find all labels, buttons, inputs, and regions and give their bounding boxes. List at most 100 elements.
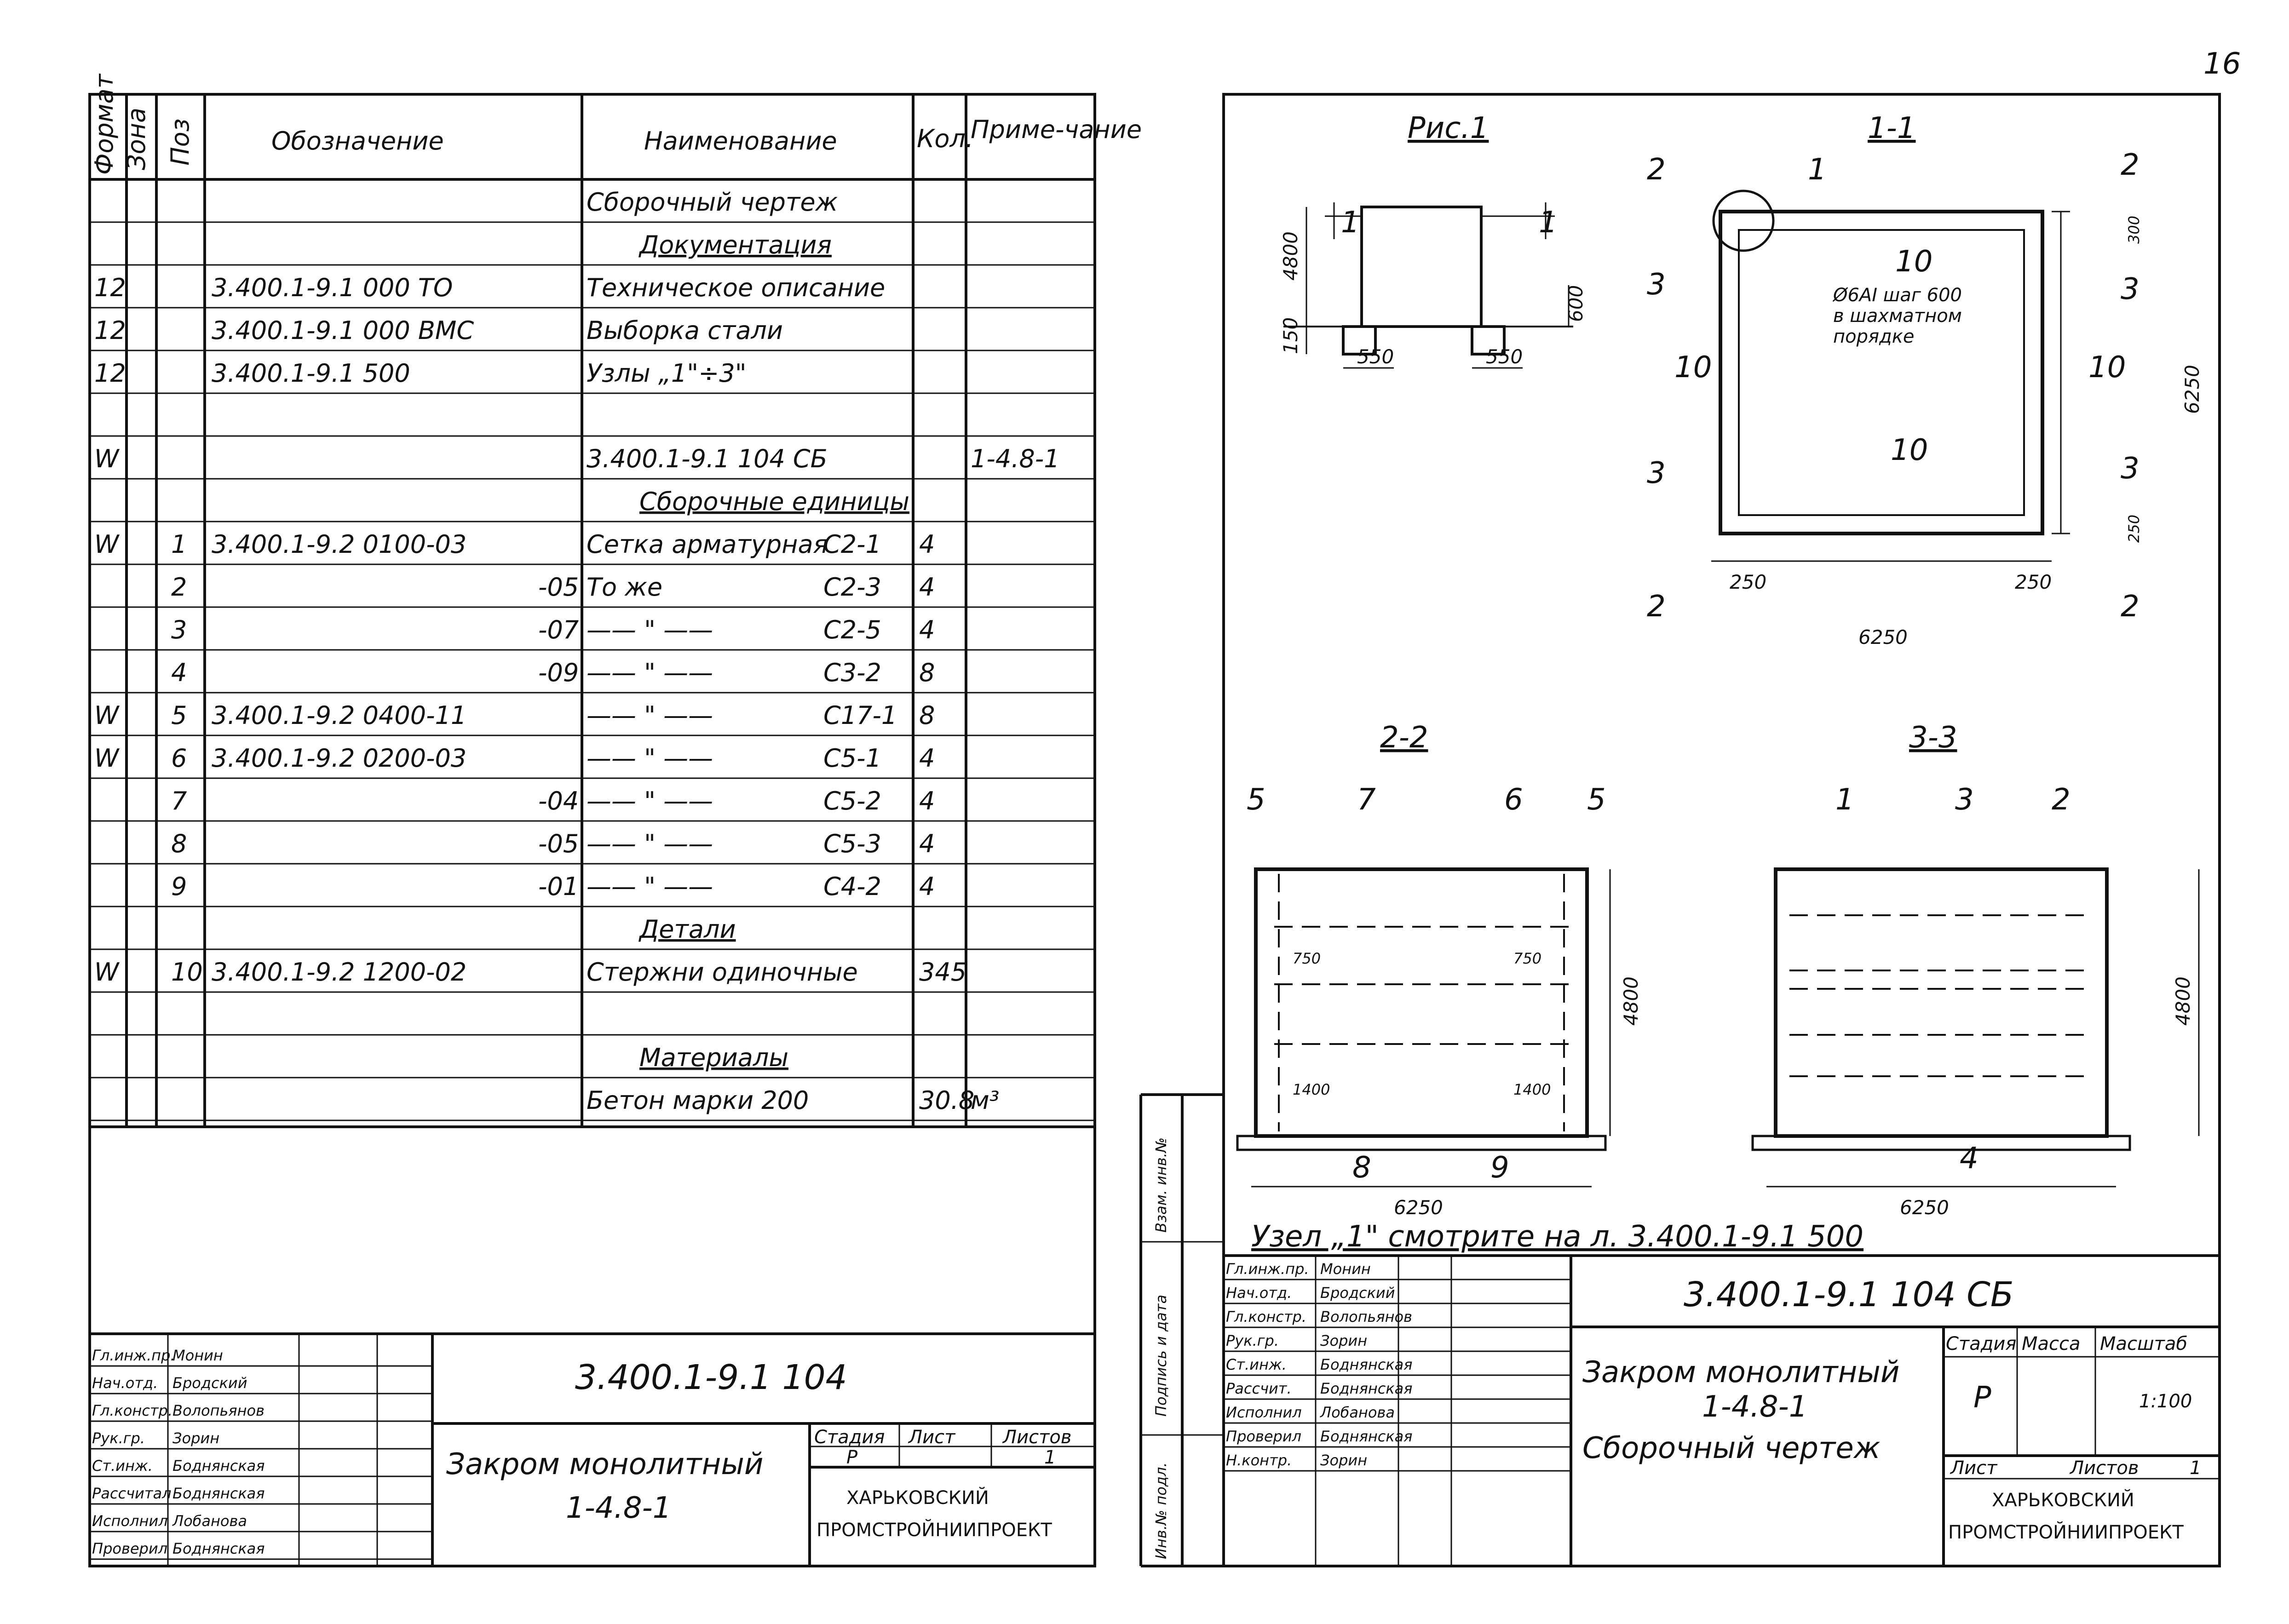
stamp-name: Зорин	[1320, 1452, 1367, 1469]
section-1-1: 1-1 Ø6AI шаг 600 в шахматном порядке 625…	[1647, 111, 2203, 648]
sec11-pos-10a: 10	[1895, 245, 1932, 279]
spec-cell-qty: 345	[919, 958, 966, 987]
stamp-role: Гл.инж.пр.	[92, 1347, 175, 1364]
stamp-name: Лобанова	[172, 1512, 247, 1530]
spec-cell-name: Сетка арматурная	[587, 530, 828, 559]
spec-cell-format: W	[94, 958, 120, 987]
spec-cell-qty: 4	[919, 530, 935, 559]
left-stamp-stage-label: Стадия	[814, 1427, 885, 1448]
stamp-role: Исполнил	[1226, 1404, 1302, 1421]
sec11-cut-3d: 3	[2121, 452, 2139, 486]
side-strip-replace-inv: Взам. инв.№	[1152, 1137, 1170, 1233]
left-stamp-sheets: 1	[1044, 1447, 1056, 1468]
page-number: 16	[2203, 47, 2241, 81]
spec-cell-designation: -04	[538, 786, 579, 815]
sec11-cut-3a: 3	[1647, 268, 1666, 302]
spec-cell-designation: 3.400.1-9.2 0400-11	[212, 701, 466, 730]
sec22-pos-5a: 5	[1247, 783, 1265, 817]
sec11-rebar-note-1: Ø6AI шаг 600	[1832, 285, 1962, 306]
spec-cell-format: W	[94, 701, 120, 730]
right-stamp-scale-label: Масштаб	[2100, 1333, 2187, 1354]
spec-cell-name: 3.400.1-9.1 104 СБ	[587, 444, 828, 473]
spec-cell-pos: 7	[171, 786, 187, 815]
spec-cell-qty: 30.8	[919, 1086, 974, 1115]
sec11-pos-10d: 10	[1891, 433, 1928, 467]
figure-1: Рис.1 4800 150 550 550 600 1 1	[1279, 111, 1587, 369]
stamp-name: Волопьянов	[173, 1402, 265, 1419]
spec-cell-mark: С2-1	[823, 530, 881, 559]
spec-cell-designation: -01	[538, 872, 579, 901]
right-stamp-stage-label: Стадия	[1946, 1333, 2016, 1354]
spec-cell-name: —— " ——	[587, 829, 713, 858]
right-stamp-sheet-label: Лист	[1950, 1458, 1998, 1479]
section-3-3: 3-3 6250 4800 1 3 2 4	[1751, 721, 2200, 1219]
left-stamp-title-2: 1-4.8-1	[566, 1491, 671, 1525]
stamp-name: Боднянская	[173, 1485, 265, 1502]
spec-cell-qty: 4	[919, 872, 935, 901]
fig1-dim-150: 150	[1279, 317, 1302, 354]
fig1-dim-550a: 550	[1357, 345, 1394, 368]
stamp-name: Боднянская	[1320, 1356, 1413, 1373]
stamp-role: Рук.гр.	[92, 1429, 145, 1447]
stamp-name: Монин	[1320, 1260, 1371, 1278]
spec-cell-qty: 8	[919, 701, 935, 730]
spec-cell-qty: 4	[919, 615, 935, 644]
spec-cell-pos: 4	[171, 658, 187, 687]
sec33-pos-1: 1	[1835, 783, 1854, 817]
sec11-rebar-note-2: в шахматном	[1833, 305, 1962, 327]
spec-cell-designation: 3.400.1-9.2 0200-03	[212, 744, 466, 773]
stamp-role: Рук.гр.	[1226, 1332, 1279, 1349]
left-stamp-sheets-label: Листов	[1002, 1427, 1071, 1448]
spec-cell-mark: С5-1	[823, 744, 881, 773]
sec11-dim-6250-v: 6250	[2181, 365, 2203, 414]
node-note: Узел „1" смотрите на л. 3.400.1-9.1 500	[1251, 1220, 1863, 1254]
stamp-role: Ст.инж.	[92, 1457, 153, 1475]
side-strip-sign-date: Подпись и дата	[1152, 1295, 1170, 1417]
sec22-title: 2-2	[1380, 721, 1428, 755]
left-stamp-title-1: Закром монолитный	[446, 1447, 764, 1481]
spec-cell-designation: -05	[538, 829, 579, 858]
spec-cell-designation: 3.400.1-9.1 000 ТО	[212, 273, 453, 302]
spec-cell-name: Бетон марки 200	[587, 1086, 809, 1115]
spec-cell-name: —— " ——	[587, 744, 713, 773]
stamp-name: Зорин	[173, 1429, 219, 1447]
header-designation: Обозначение	[271, 126, 444, 155]
spec-cell-format: W	[94, 744, 120, 773]
sec11-cut-2a: 2	[1647, 153, 1666, 187]
sec11-dim-6250-h: 6250	[1858, 626, 1908, 648]
sec11-dim-250-l: 250	[1730, 571, 1766, 593]
spec-cell-mark: С4-2	[823, 872, 881, 901]
header-name: Наименование	[644, 126, 837, 155]
sec22-dim-6250: 6250	[1394, 1196, 1443, 1219]
right-stamp-mass-label: Масса	[2022, 1333, 2081, 1354]
spec-cell-name: Стержни одиночные	[587, 958, 858, 987]
sec11-title: 1-1	[1868, 111, 1916, 145]
fig1-cut-1b: 1	[1539, 206, 1558, 240]
sec22-dim-4800: 4800	[1620, 976, 1642, 1026]
spec-cell-mark: С2-3	[823, 573, 881, 602]
spec-cell-name: То же	[587, 573, 662, 602]
header-qty: Кол.	[917, 124, 973, 153]
header-zone: Зона	[122, 108, 151, 170]
spec-cell-name: —— " ——	[587, 615, 713, 644]
sec22-pos-8: 8	[1352, 1151, 1371, 1185]
spec-cell-name: —— " ——	[587, 701, 713, 730]
left-stamp-sheet-label: Лист	[908, 1427, 956, 1448]
spec-cell-format: W	[94, 444, 120, 473]
header-note-text: Приме-чание	[971, 115, 1142, 144]
right-stamp-code: 3.400.1-9.1 104 СБ	[1684, 1275, 2014, 1314]
spec-cell-name: Сборочный чертеж	[587, 188, 838, 217]
sec33-title: 3-3	[1909, 721, 1957, 755]
spec-cell-qty: 4	[919, 573, 935, 602]
spec-cell-mark: С2-5	[823, 615, 881, 644]
spec-cell-pos: 6	[171, 744, 187, 773]
sec11-dim-250-v: 250	[2125, 515, 2143, 543]
right-stamp-stage: Р	[1973, 1381, 1991, 1415]
fig1-dim-550b: 550	[1486, 345, 1523, 368]
sec22-pos-6: 6	[1504, 783, 1523, 817]
stamp-name: Зорин	[1320, 1332, 1367, 1349]
spec-cell-name: —— " ——	[587, 786, 713, 815]
spec-cell-note: 1-4.8-1	[971, 444, 1060, 473]
spec-cell-designation: 3.400.1-9.2 1200-02	[212, 958, 466, 987]
